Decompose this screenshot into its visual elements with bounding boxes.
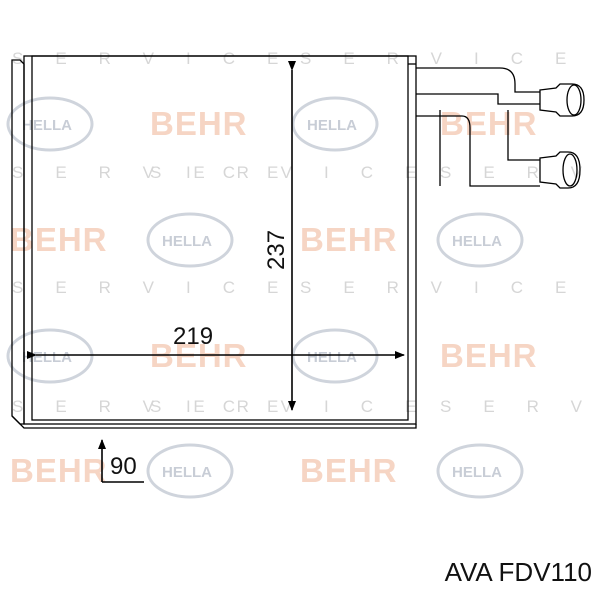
dimension-width: 219 [27,323,405,359]
watermark-service-text: SERVICE [150,163,448,182]
watermark-hella-logo: HELLA [146,212,234,268]
watermark-hella-logo: HELLA [291,328,379,384]
svg-text:HELLA: HELLA [22,349,72,366]
watermark-behr-text: BEHR [10,221,108,258]
watermark-hella-logo: HELLA [6,96,94,152]
watermark-behr-text: BEHR [440,105,538,142]
svg-text:HELLA: HELLA [22,117,72,134]
part-number-caption: AVA FDV110 [444,557,592,587]
watermark-hella-logo: HELLA [291,96,379,152]
svg-text:HELLA: HELLA [307,349,357,366]
watermark-behr-text: BEHR [300,221,398,258]
watermark-layer: SERVICE SERVICE SERVICE SERVICE SERVICE … [6,49,600,499]
watermark-service-text: SERVICE [300,49,598,68]
svg-text:HELLA: HELLA [452,464,502,481]
dimension-height: 237 [263,61,296,411]
svg-text:HELLA: HELLA [452,233,502,250]
dimension-depth: 90 [98,439,144,483]
watermark-service-text: SERVICE [150,397,448,416]
dimension-height-label: 237 [263,230,290,270]
dimension-depth-label: 90 [110,453,137,480]
heater-core-body [11,55,417,429]
watermark-behr-text: BEHR [440,337,538,374]
watermark-behr-text: BEHR [10,452,108,489]
pipe-connections [416,67,585,189]
watermark-service-text: SERVICE [12,49,310,68]
watermark-behr-text: BEHR [300,452,398,489]
dimension-width-label: 219 [173,323,213,350]
watermark-service-text: SERVICE [300,278,598,297]
watermark-service-text: SERVICE [12,278,310,297]
watermark-behr-text: BEHR [150,105,248,142]
watermark-service-text: SERVICE [12,397,310,416]
watermark-hella-logo: HELLA [6,328,94,384]
watermark-hella-logo: HELLA [436,443,524,499]
svg-text:HELLA: HELLA [162,233,212,250]
watermark-hella-logo: HELLA [146,443,234,499]
watermark-hella-logo: HELLA [436,212,524,268]
svg-text:HELLA: HELLA [307,117,357,134]
svg-text:HELLA: HELLA [162,464,212,481]
watermark-service-text: SERVICE [440,397,600,416]
watermark-service-text: SERVICE [440,163,600,182]
watermark-service-text: SERVICE [12,163,310,182]
